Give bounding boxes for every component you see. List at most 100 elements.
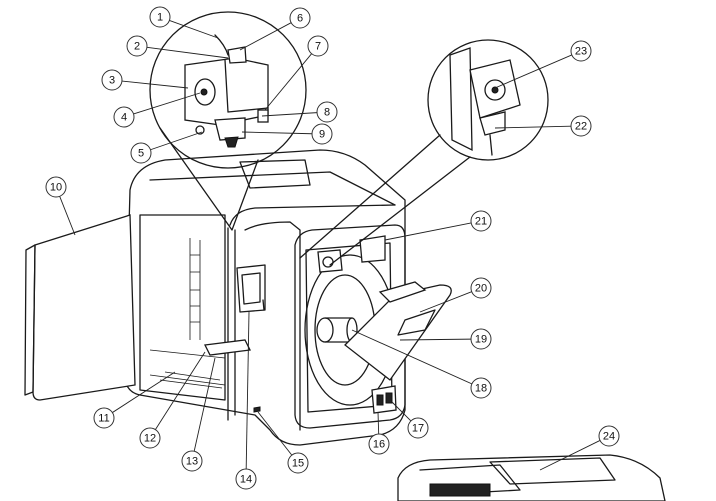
callout-number: 22: [575, 121, 587, 133]
callout-9: 9: [241, 123, 333, 145]
callout-number: 18: [475, 383, 487, 395]
callout-number: 21: [475, 216, 487, 228]
callout-circle: [139, 427, 161, 449]
leader-line: [351, 329, 473, 385]
callout-circle: [470, 277, 492, 299]
callout-circle: [598, 425, 620, 447]
leader-line: [257, 411, 293, 456]
callout-circle: [101, 69, 123, 91]
callout-1: 1: [149, 6, 219, 39]
leader-line: [264, 53, 312, 111]
extruder-detail: [299, 39, 549, 266]
printer-body: [124, 149, 452, 446]
callout-number: 4: [121, 112, 127, 124]
leader-line: [391, 401, 412, 422]
leader-line: [146, 46, 229, 59]
leader-line: [133, 92, 201, 115]
printhead-detail: [149, 11, 307, 231]
callout-circle: [126, 35, 148, 57]
callout-circle: [570, 115, 592, 137]
leader-line: [239, 22, 292, 51]
callout-number: 19: [475, 334, 487, 346]
callout-20: 20: [419, 277, 492, 313]
callout-number: 17: [412, 423, 424, 435]
callout-circle: [307, 35, 329, 57]
callout-number: 16: [373, 439, 385, 451]
callout-number: 1: [157, 12, 163, 24]
callout-18: 18: [351, 329, 492, 399]
leader-line: [494, 125, 572, 129]
callout-number: 12: [144, 433, 156, 445]
callout-circle: [235, 468, 257, 490]
callout-7: 7: [264, 35, 329, 111]
callout-number: 20: [475, 283, 487, 295]
front-door: [24, 214, 136, 401]
leader-line: [150, 131, 203, 151]
leader-line: [112, 371, 176, 413]
callout-circle: [368, 433, 390, 455]
callout-circle: [470, 377, 492, 399]
callout-8: 8: [261, 101, 338, 123]
callout-number: 15: [292, 458, 304, 470]
callout-24: 24: [539, 425, 620, 471]
callout-number: 5: [138, 148, 144, 160]
callout-2: 2: [126, 35, 229, 59]
callout-13: 13: [181, 357, 216, 472]
leader-line: [539, 440, 601, 471]
callout-6: 6: [239, 7, 311, 51]
callout-circle: [470, 328, 492, 350]
leader-line: [121, 80, 189, 89]
callout-circle: [289, 7, 311, 29]
callout-15: 15: [257, 411, 309, 474]
callout-number: 14: [240, 474, 252, 486]
callout-number: 13: [186, 456, 198, 468]
leader-line: [241, 131, 313, 135]
leader-line: [399, 338, 472, 341]
callout-number: 9: [319, 129, 325, 141]
callout-number: 24: [603, 431, 615, 443]
leader-line: [155, 351, 206, 430]
callout-17: 17: [391, 401, 429, 439]
top-lid: [397, 454, 666, 501]
callout-circle: [316, 101, 338, 123]
callout-number: 10: [50, 182, 62, 194]
callout-circle: [181, 450, 203, 472]
callout-number: 2: [134, 41, 140, 53]
callout-16: 16: [368, 411, 390, 455]
callout-circle: [45, 176, 67, 198]
leader-line: [377, 411, 380, 435]
leader-line: [384, 222, 472, 241]
leader-line: [261, 112, 318, 117]
callout-circle: [287, 452, 309, 474]
callout-number: 11: [98, 413, 109, 425]
callout-circle: [149, 6, 171, 28]
leader-line: [193, 357, 216, 452]
leader-line: [494, 54, 572, 89]
callout-14: 14: [235, 311, 257, 490]
callout-circle: [93, 407, 115, 429]
callout-22: 22: [494, 115, 592, 137]
callout-21: 21: [384, 210, 492, 241]
callout-4: 4: [113, 92, 201, 128]
leader-line: [59, 196, 76, 236]
callout-circle: [407, 417, 429, 439]
leader-line: [169, 19, 219, 39]
callout-circle: [470, 210, 492, 232]
callout-12: 12: [139, 351, 206, 449]
leader-line: [419, 291, 472, 313]
callout-3: 3: [101, 69, 189, 91]
callout-19: 19: [399, 328, 492, 350]
callout-number: 7: [315, 41, 321, 53]
callout-number: 3: [109, 75, 115, 87]
callout-11: 11: [93, 371, 176, 429]
callout-number: 8: [324, 107, 330, 119]
callout-number: 6: [297, 13, 303, 25]
callout-circle: [311, 123, 333, 145]
callout-number: 23: [575, 46, 587, 58]
callout-10: 10: [45, 176, 76, 236]
callout-23: 23: [494, 40, 592, 89]
callout-circle: [570, 40, 592, 62]
